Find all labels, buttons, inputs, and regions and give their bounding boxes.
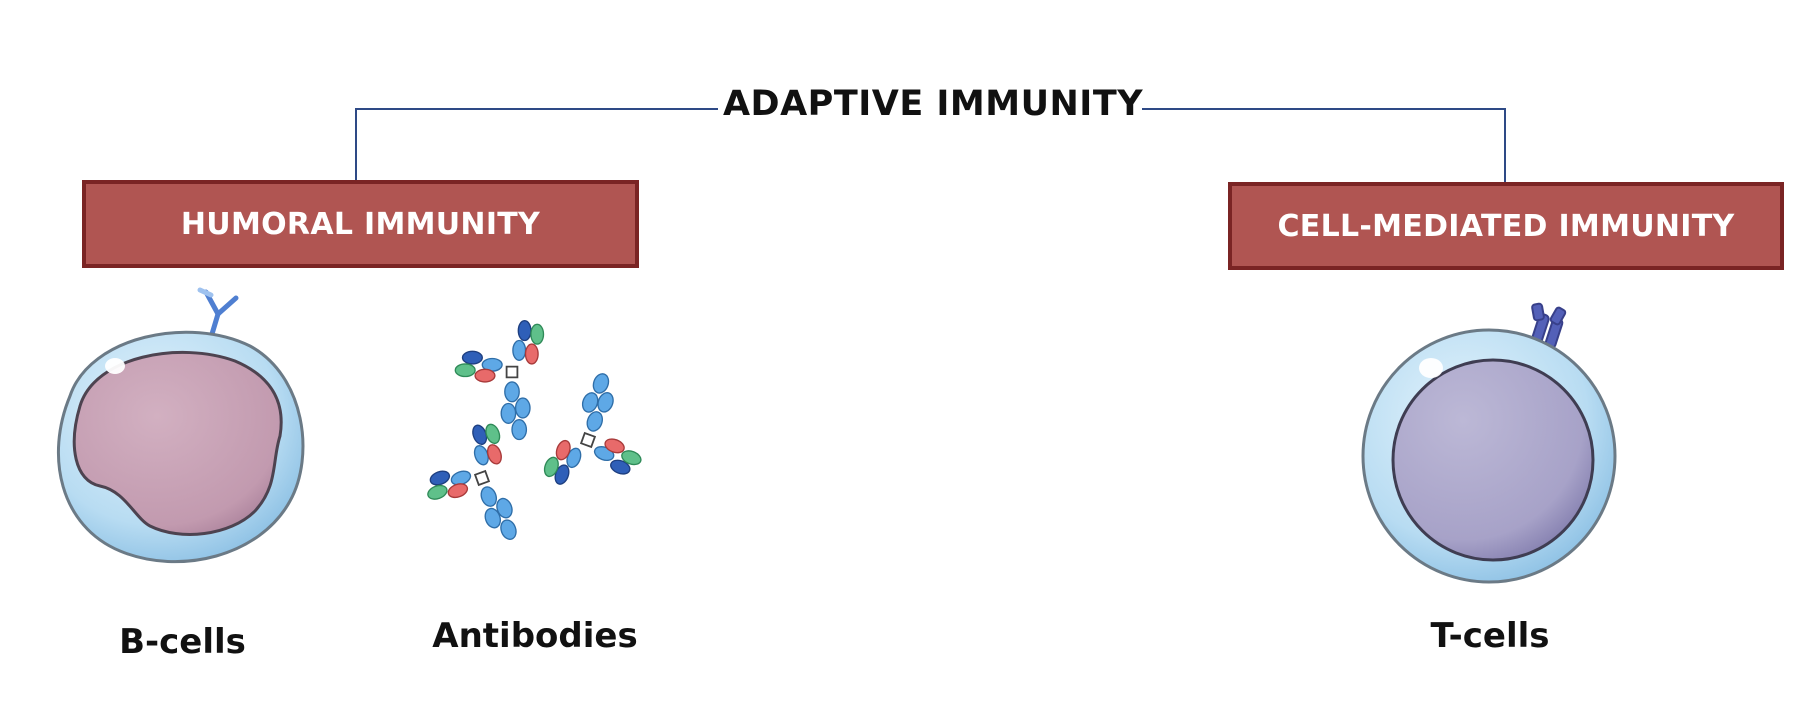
- connector-left-vertical: [355, 108, 357, 180]
- antibody-3: [410, 418, 536, 562]
- connector-right-horizontal: [1142, 108, 1506, 110]
- connector-left-horizontal: [356, 108, 718, 110]
- root-title: ADAPTIVE IMMUNITY: [722, 84, 1144, 124]
- b-cells-caption: B-cells: [119, 622, 246, 662]
- b-cell-icon: [57, 287, 305, 564]
- cell-mediated-immunity-box: CELL-MEDIATED IMMUNITY: [1228, 182, 1784, 270]
- antibody-1: [454, 319, 545, 441]
- humoral-immunity-label: HUMORAL IMMUNITY: [180, 206, 541, 242]
- antibodies-icon: [410, 319, 666, 562]
- t-cell-icon: [1361, 302, 1617, 584]
- humoral-immunity-box: HUMORAL IMMUNITY: [82, 180, 639, 268]
- antibody-2: [539, 364, 666, 509]
- antibodies-caption: Antibodies: [432, 616, 638, 656]
- cell-mediated-immunity-label: CELL-MEDIATED IMMUNITY: [1277, 208, 1735, 244]
- connector-right-vertical: [1504, 108, 1506, 182]
- t-cells-caption: T-cells: [1430, 616, 1550, 656]
